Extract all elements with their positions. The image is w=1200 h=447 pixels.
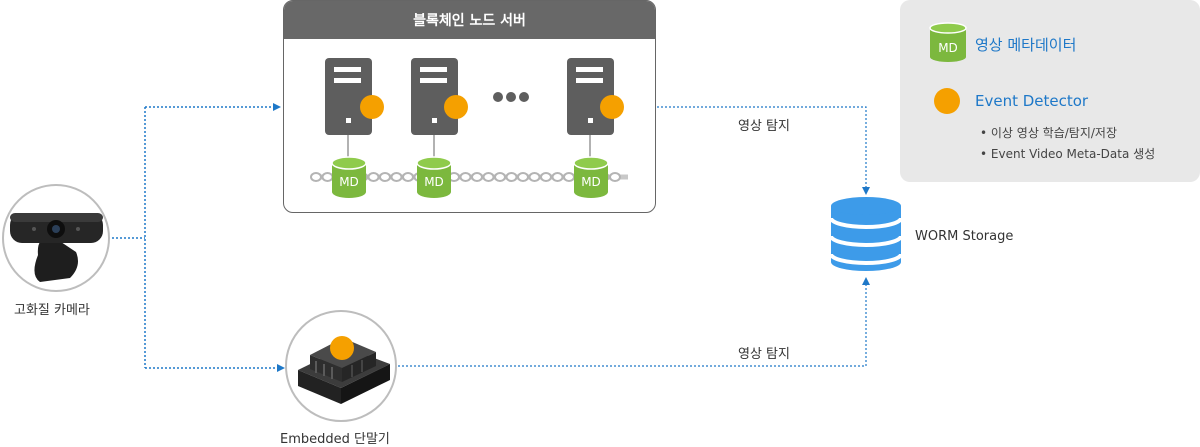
- chain-link: [471, 172, 483, 182]
- server-icon: [567, 58, 624, 158]
- legend-bullet: • 이상 영상 학습/탐지/저장: [980, 126, 1118, 140]
- server-icon: [411, 58, 468, 158]
- camera-icon: [2, 184, 110, 292]
- chain-link: [551, 172, 564, 182]
- storage-label: WORM Storage: [915, 229, 1014, 244]
- md-label: MD: [424, 175, 444, 189]
- chain-link: [367, 172, 380, 182]
- top-edge-label: 영상 탐지: [738, 119, 790, 134]
- chain-link: [379, 172, 391, 182]
- storage-database-icon: [829, 197, 903, 271]
- embedded-to-storage-arrow: [398, 277, 870, 367]
- chain-link: [505, 172, 518, 182]
- server-to-storage-arrow: [657, 106, 870, 195]
- embedded-device-icon: [285, 310, 397, 422]
- chain-link: [540, 172, 552, 182]
- chain-link: [528, 172, 541, 182]
- chain-link: [609, 172, 621, 182]
- md-label: MD: [581, 175, 601, 189]
- more-servers-ellipsis-icon: [493, 92, 529, 102]
- chain-link: [517, 172, 529, 182]
- panel-title: 블록체인 노드 서버: [284, 1, 655, 39]
- md-label: MD: [339, 175, 359, 189]
- legend-metadata-label: 영상 메타데이터: [975, 36, 1077, 54]
- chain-link: [459, 172, 472, 182]
- legend-metadata-icon: MD: [929, 22, 967, 62]
- camera-label: 고화질 카메라: [14, 303, 90, 318]
- metadata-db-icon: MD: [416, 156, 452, 198]
- metadata-db-icon: MD: [331, 156, 367, 198]
- md-label: MD: [938, 41, 958, 55]
- bottom-edge-label: 영상 탐지: [738, 347, 790, 362]
- chain-link: [402, 172, 414, 182]
- chain-link: [390, 172, 403, 182]
- server-icon: [325, 58, 384, 158]
- chain-link: [482, 172, 495, 182]
- legend-bullet: • Event Video Meta-Data 생성: [980, 147, 1156, 161]
- chain-link: [494, 172, 506, 182]
- metadata-db-icon: MD: [573, 156, 609, 198]
- embedded-label: Embedded 단말기: [280, 432, 390, 447]
- legend-event-detector-label: Event Detector: [975, 92, 1089, 110]
- legend-event-detector-icon: [934, 88, 960, 114]
- chain-link: [310, 172, 322, 182]
